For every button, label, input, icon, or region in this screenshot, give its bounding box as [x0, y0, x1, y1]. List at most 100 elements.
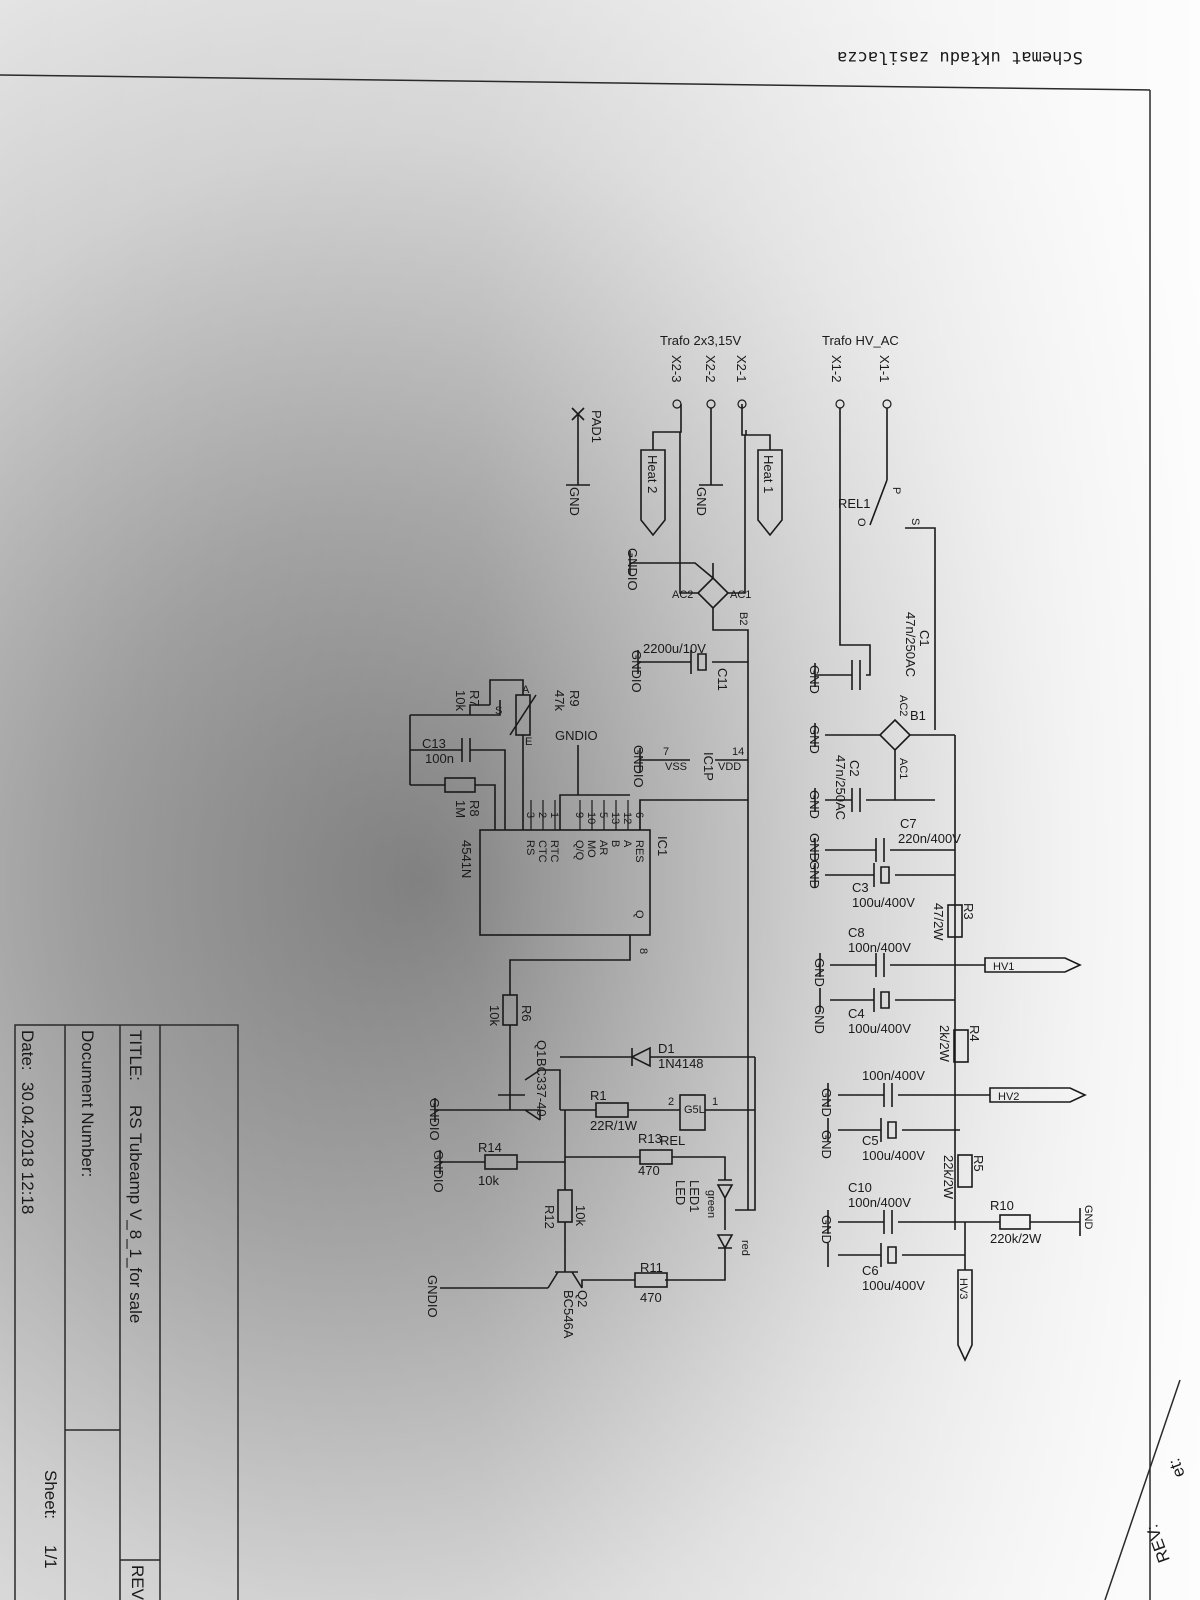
- r13-value: 470: [638, 1163, 660, 1178]
- relay-coil: [679, 1094, 706, 1131]
- b1-label: B1: [910, 708, 926, 723]
- c3-label: C3: [852, 880, 869, 895]
- c5-gnd-label: GND: [819, 1130, 834, 1159]
- x1-wires: [839, 408, 888, 670]
- rel1-contact: [869, 479, 936, 730]
- r14-value: 10k: [478, 1173, 499, 1188]
- c2-label: C2: [847, 760, 862, 777]
- ic1-label: IC1: [655, 836, 670, 856]
- c8-value: 100n/400V: [848, 940, 911, 955]
- r9-e-label: E: [525, 736, 532, 748]
- ic1-pin-name: Q/Q: [573, 840, 585, 861]
- c2-value: 47n/250AC: [833, 755, 848, 820]
- hv3-net-flag: [957, 1269, 973, 1362]
- r1-resistor: [595, 1102, 629, 1118]
- c6-label: C6: [862, 1263, 879, 1278]
- r10-resistor: [999, 1214, 1031, 1230]
- q1-gndio-label: GNDIO: [427, 1098, 442, 1141]
- rel1-s-label: S: [909, 518, 921, 525]
- x1-2-label: X1-2: [829, 355, 844, 382]
- c1-value: 47n/250AC: [903, 612, 918, 677]
- x1-2-terminal: [835, 399, 845, 409]
- r14-gndio-label: GNDIO: [431, 1150, 446, 1193]
- ic1-pin-number: 3: [524, 812, 536, 818]
- g5l-label: G5L: [684, 1104, 705, 1116]
- b2-label: B2: [737, 612, 749, 625]
- ic1-pin8-label: 8: [637, 948, 649, 954]
- ic1-pin-name: B: [609, 840, 621, 847]
- r9-a-label: A: [522, 684, 530, 696]
- relay-pin1-label: 1: [712, 1096, 718, 1108]
- sheet-label: Sheet:: [41, 1470, 60, 1519]
- c10-label: C10: [848, 1180, 872, 1195]
- d1-label: D1: [658, 1041, 675, 1056]
- r13-wires: [565, 1156, 726, 1180]
- r9-label: R9: [567, 690, 582, 707]
- pad1-label: PAD1: [589, 410, 604, 443]
- rel1-o-label: O: [855, 518, 867, 527]
- ic1-chip: [479, 829, 651, 936]
- ic1-pin-name: RTC: [548, 840, 560, 862]
- x2-3-label: X2-3: [669, 355, 684, 382]
- r12-value: 10k: [573, 1205, 588, 1226]
- green-label: green: [705, 1190, 717, 1218]
- c13-symbol: [409, 715, 506, 830]
- c4-symbol: [819, 988, 955, 1012]
- vdd-label: VDD: [718, 761, 741, 773]
- ic1-pin-name: MO: [585, 840, 597, 858]
- title-label: TITLE:: [126, 1030, 145, 1081]
- hv1-net-flag: [984, 957, 1082, 973]
- ic1-pin-number: 2: [536, 812, 548, 818]
- hv3-label: HV3: [957, 1278, 969, 1299]
- r8-resistor: [444, 777, 476, 793]
- c8-gnd-label: GND: [812, 958, 827, 987]
- c5-value: 100u/400V: [862, 1148, 925, 1163]
- c7-label: C7: [900, 816, 917, 831]
- pin14-label: 14: [732, 746, 744, 758]
- r8-wires: [410, 700, 501, 830]
- c2-symbol: [814, 788, 895, 812]
- r6-resistor: [502, 994, 518, 1026]
- b1-wires: [814, 723, 955, 801]
- relay-pin2-label: 2: [668, 1096, 674, 1108]
- x2-1-label: X2-1: [734, 355, 749, 382]
- c3-gnd-label: GND: [807, 860, 822, 889]
- r10-wires: [965, 1208, 1081, 1236]
- x2-3-wire: [652, 404, 682, 450]
- r4-label: R4: [967, 1025, 982, 1042]
- r3-resistor: [947, 904, 963, 938]
- q2-symbol: [440, 1265, 635, 1289]
- r3-value: 47/2W: [931, 903, 946, 941]
- title-value: RS Tubeamp V_8_1_for sale: [126, 1105, 145, 1323]
- r13-resistor: [639, 1149, 673, 1165]
- c11-symbol: [637, 650, 748, 674]
- c7-symbol: [814, 838, 955, 862]
- ic1-part: 4541N: [459, 840, 474, 878]
- title-block: TITLE: RS Tubeamp V_8_1_for sale Documen…: [14, 1024, 239, 1600]
- c8-symbol: [819, 953, 955, 977]
- ic1-pin-name: A: [621, 840, 633, 848]
- ic1-q-wire: [509, 935, 631, 995]
- r10-label: R10: [990, 1198, 1014, 1213]
- sheet-value: 1/1: [41, 1545, 60, 1569]
- x2-2-gnd-wire: [699, 408, 723, 486]
- relay-coil-wire: [705, 1057, 756, 1211]
- r6-value: 10k: [487, 1005, 502, 1026]
- rev-label-next-page: REV:: [1143, 1522, 1174, 1565]
- trafo-heat-label: Trafo 2x3,15V: [660, 333, 742, 348]
- b1-bridge: [878, 718, 912, 752]
- b2-wires: [629, 432, 746, 594]
- r9-wires: [489, 679, 524, 830]
- x1-1-label: X1-1: [877, 355, 892, 382]
- rel1-label: REL1: [838, 496, 871, 511]
- b1-ac1-label: AC1: [897, 758, 909, 779]
- sheet-label-next-page: et:: [1164, 1456, 1188, 1480]
- c7-value: 220n/400V: [898, 831, 961, 846]
- frame-top-line: [0, 74, 1151, 91]
- c7-gnd-label: GND: [807, 833, 822, 862]
- r7-value: 10k: [453, 690, 468, 711]
- date-label: Date:: [18, 1030, 37, 1071]
- r5-label: R5: [971, 1155, 986, 1172]
- pad1-symbol: [566, 407, 590, 486]
